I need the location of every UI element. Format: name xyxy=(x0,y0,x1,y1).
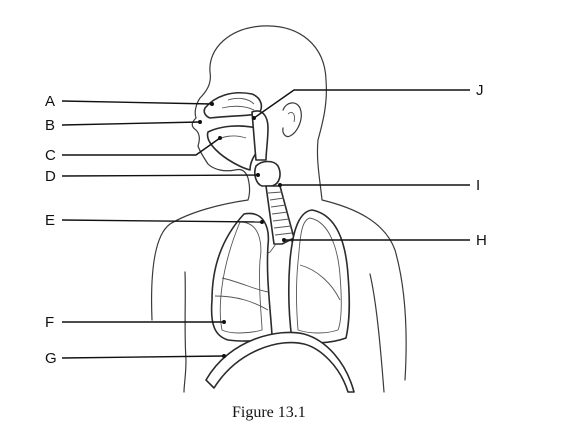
label-f: F xyxy=(45,314,54,331)
letter-labels: A B C D E F G H I J xyxy=(45,82,487,367)
label-j: J xyxy=(476,82,484,99)
dot-a xyxy=(210,102,214,106)
dot-g xyxy=(222,354,226,358)
leader-j xyxy=(253,89,470,119)
dot-h xyxy=(282,238,286,242)
figure-caption: Figure 13.1 xyxy=(232,404,306,421)
pharynx xyxy=(251,110,269,161)
label-b: B xyxy=(45,117,55,134)
leader-lines xyxy=(61,89,470,359)
dot-i xyxy=(278,183,282,187)
oral-cavity xyxy=(206,125,262,171)
dot-b xyxy=(198,120,202,124)
label-h: H xyxy=(476,232,487,249)
leader-g xyxy=(61,355,225,359)
label-i: I xyxy=(476,177,480,194)
leader-c xyxy=(62,137,221,156)
leader-b xyxy=(61,121,201,126)
label-c: C xyxy=(45,147,56,164)
leader-a xyxy=(61,100,213,105)
dot-f xyxy=(222,320,226,324)
leader-d xyxy=(61,174,259,177)
dot-c xyxy=(218,136,222,140)
body-outline xyxy=(151,25,407,393)
dot-d xyxy=(256,173,260,177)
dot-j xyxy=(252,116,256,120)
diaphragm xyxy=(205,331,355,393)
larynx xyxy=(254,160,281,187)
dot-e xyxy=(260,220,264,224)
label-g: G xyxy=(45,350,57,367)
ear-outline xyxy=(282,102,302,138)
leader-e xyxy=(61,219,263,223)
label-a: A xyxy=(45,93,55,110)
label-d: D xyxy=(45,168,56,185)
trachea xyxy=(265,185,295,245)
pleura xyxy=(219,217,342,334)
label-e: E xyxy=(45,212,55,229)
